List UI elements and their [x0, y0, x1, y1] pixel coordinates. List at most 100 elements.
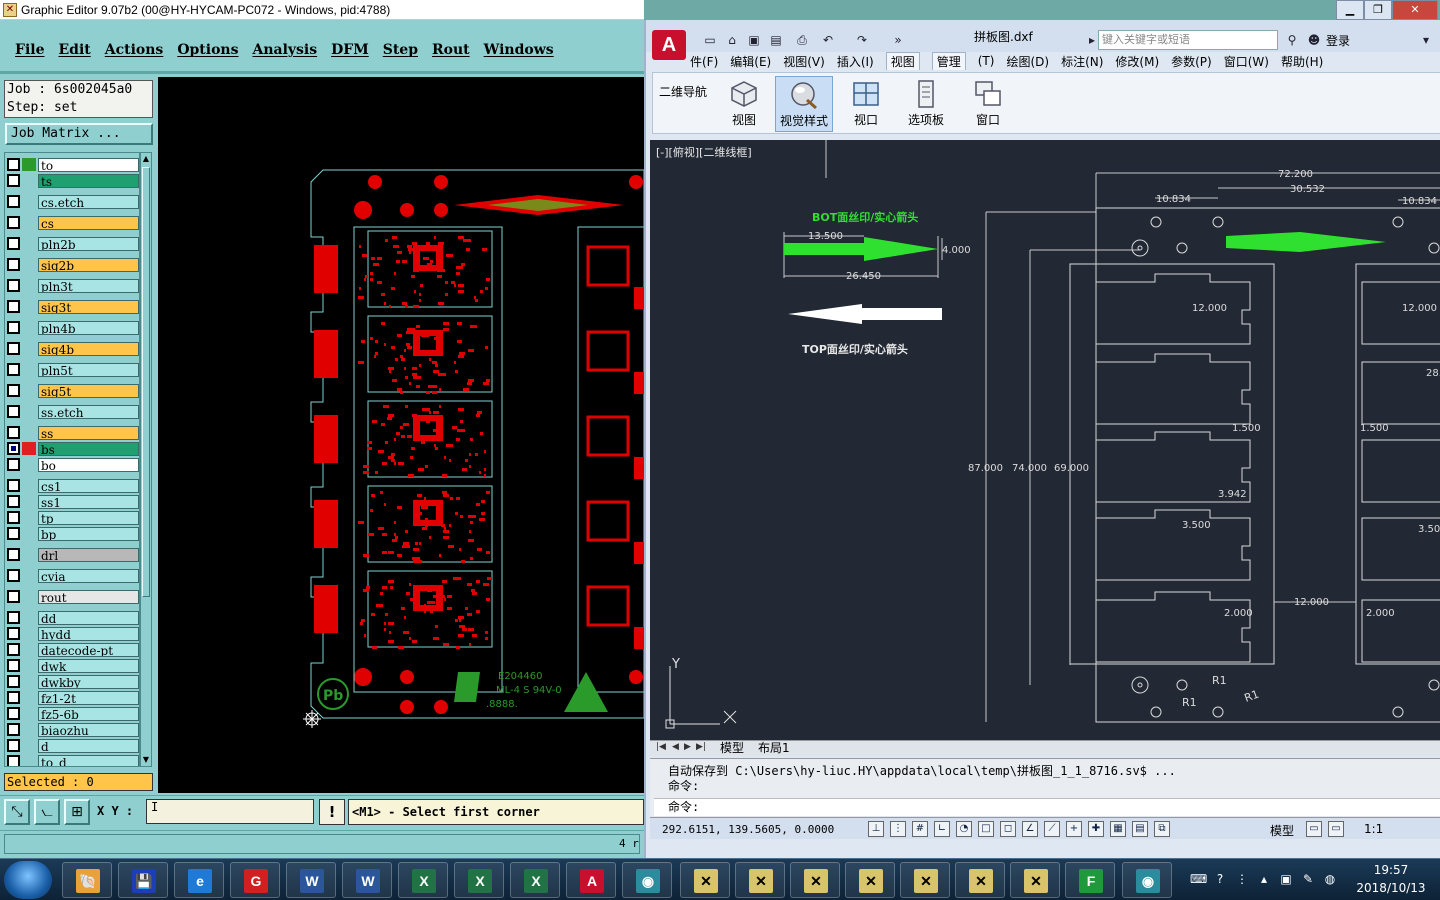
- cad-menu-item-1[interactable]: 编辑(E): [730, 54, 772, 69]
- layer-row-d[interactable]: d: [7, 738, 139, 753]
- layer-row-dwk[interactable]: dwk: [7, 658, 139, 673]
- layer-row-bp[interactable]: bp: [7, 526, 139, 541]
- layer-name[interactable]: to: [38, 157, 139, 172]
- ge-menu-edit[interactable]: Edit: [58, 41, 91, 58]
- cad-menu-item-0[interactable]: 件(F): [690, 54, 719, 69]
- layer-checkbox[interactable]: [7, 627, 20, 640]
- layer-name[interactable]: bp: [38, 526, 139, 541]
- ge-menu-file[interactable]: File: [15, 41, 45, 58]
- autocad-logo-icon[interactable]: A: [652, 30, 686, 60]
- layer-checkbox[interactable]: [7, 739, 20, 752]
- layer-color-swatch[interactable]: [22, 384, 36, 397]
- ge-title-bar[interactable]: ✕ Graphic Editor 9.07b2 (00@HY-HYCAM-PC0…: [0, 0, 644, 20]
- layer-checkbox[interactable]: [7, 611, 20, 624]
- clock-time[interactable]: 19:57: [1373, 863, 1409, 877]
- zoom-area-icon[interactable]: ⤡: [4, 799, 30, 825]
- layer-name[interactable]: cs1: [38, 478, 139, 493]
- ge-menu-rout[interactable]: Rout: [432, 41, 470, 58]
- layer-row-bo[interactable]: bo: [7, 457, 139, 472]
- save-icon[interactable]: ▣: [748, 33, 760, 47]
- layer-color-swatch[interactable]: [22, 237, 36, 250]
- tab-layout1[interactable]: 布局1: [758, 741, 790, 755]
- layer-row-pln4b[interactable]: pln4b: [7, 320, 139, 335]
- ge-menu-actions[interactable]: Actions: [104, 41, 164, 58]
- ribbon-visual-style-button[interactable]: 视觉样式: [775, 76, 833, 132]
- layer-name[interactable]: fz5-6b: [38, 706, 139, 721]
- keyboard-icon[interactable]: ⌨: [1190, 872, 1208, 886]
- layer-row-cvia[interactable]: cvia: [7, 568, 139, 583]
- layer-color-swatch[interactable]: [22, 279, 36, 292]
- layer-name[interactable]: pln4b: [38, 320, 139, 335]
- layer-checkbox[interactable]: [7, 174, 20, 187]
- layer-color-swatch[interactable]: [22, 569, 36, 582]
- otrack-icon[interactable]: ∠: [1022, 821, 1038, 837]
- scroll-up-icon[interactable]: ▲: [142, 154, 150, 163]
- clock-date[interactable]: 2018/10/13: [1356, 881, 1426, 895]
- layer-checkbox[interactable]: [7, 755, 20, 766]
- layer-name[interactable]: dwk: [38, 658, 139, 673]
- ortho-mode-icon[interactable]: ∟: [934, 821, 950, 837]
- scroll-down-icon[interactable]: ▼: [142, 755, 150, 764]
- layer-checkbox[interactable]: [7, 405, 20, 418]
- cad-menu-item-11[interactable]: 窗口(W): [1223, 54, 1269, 69]
- layer-checkbox[interactable]: [7, 675, 20, 688]
- model-space-label[interactable]: 模型: [1270, 824, 1295, 838]
- more-icon[interactable]: »: [894, 33, 902, 47]
- layer-row-datecode-pt[interactable]: datecode-pt: [7, 642, 139, 657]
- layer-color-swatch[interactable]: [22, 755, 36, 766]
- taskbar-f-app-button[interactable]: F: [1065, 862, 1115, 898]
- ribbon-2d-nav[interactable]: 二维导航: [659, 85, 708, 99]
- ge-menu-options[interactable]: Options: [177, 41, 239, 58]
- layer-color-swatch[interactable]: [22, 527, 36, 540]
- layer-row-hydd[interactable]: hydd: [7, 626, 139, 641]
- layer-name[interactable]: bs: [38, 441, 139, 456]
- layer-color-swatch[interactable]: [22, 643, 36, 656]
- cad-menu-item-3[interactable]: 插入(I): [836, 54, 874, 69]
- layer-name[interactable]: pln5t: [38, 362, 139, 377]
- taskbar-editor-4-button[interactable]: ✕: [845, 862, 895, 898]
- layer-row-pln5t[interactable]: pln5t: [7, 362, 139, 377]
- xy-input[interactable]: I: [146, 799, 314, 824]
- layer-checkbox[interactable]: [7, 384, 20, 397]
- layer-checkbox[interactable]: [7, 195, 20, 208]
- layer-color-swatch[interactable]: [22, 216, 36, 229]
- layer-row-cs[interactable]: cs: [7, 215, 139, 230]
- taskbar-shell-button[interactable]: 🐚: [62, 862, 112, 898]
- viewport-controls[interactable]: [-][俯视][二维线框]: [656, 145, 752, 159]
- dyn-input-icon[interactable]: +: [1066, 821, 1082, 837]
- layer-checkbox[interactable]: [7, 258, 20, 271]
- ribbon-window-button[interactable]: 窗口: [959, 76, 1017, 132]
- layer-row-sig5t[interactable]: sig5t: [7, 383, 139, 398]
- layer-color-swatch[interactable]: [22, 174, 36, 187]
- infer-constraints-icon[interactable]: ⊥: [868, 821, 884, 837]
- layer-checkbox[interactable]: [7, 707, 20, 720]
- taskbar-excel-1-button[interactable]: X: [398, 862, 448, 898]
- ribbon-palettes-button[interactable]: 选项板: [897, 76, 955, 132]
- layer-checkbox[interactable]: [7, 723, 20, 736]
- layer-row-fz1-2t[interactable]: fz1-2t: [7, 690, 139, 705]
- measure-icon[interactable]: ⦦: [34, 799, 60, 825]
- taskbar-word-2-button[interactable]: W: [342, 862, 392, 898]
- layer-color-swatch[interactable]: [22, 675, 36, 688]
- layer-color-swatch[interactable]: [22, 590, 36, 603]
- ribbon-view-button[interactable]: 视图: [715, 76, 773, 132]
- layer-name[interactable]: bo: [38, 457, 139, 472]
- taskbar-editor-2-button[interactable]: ✕: [735, 862, 785, 898]
- network-icon[interactable]: ▣: [1280, 872, 1292, 886]
- layer-name[interactable]: tp: [38, 510, 139, 525]
- cad-menu-item-4[interactable]: 视图: [885, 52, 920, 70]
- layer-checkbox[interactable]: [7, 363, 20, 376]
- job-matrix-button[interactable]: Job Matrix ...: [5, 123, 153, 145]
- layer-checkbox[interactable]: [7, 691, 20, 704]
- ge-menu-windows[interactable]: Windows: [483, 41, 554, 58]
- new-file-icon[interactable]: ▭: [704, 33, 716, 47]
- layer-row-cs1[interactable]: cs1: [7, 478, 139, 493]
- taskbar-g-app-button[interactable]: G: [230, 862, 280, 898]
- layer-checkbox[interactable]: [7, 237, 20, 250]
- open-file-icon[interactable]: ⌂: [728, 33, 736, 47]
- login-button[interactable]: 登录: [1326, 34, 1351, 48]
- layer-color-swatch[interactable]: [22, 723, 36, 736]
- quick-view-layouts-icon[interactable]: ▭: [1306, 821, 1322, 837]
- layer-name[interactable]: sig4b: [38, 341, 139, 356]
- layer-checkbox[interactable]: [7, 158, 20, 171]
